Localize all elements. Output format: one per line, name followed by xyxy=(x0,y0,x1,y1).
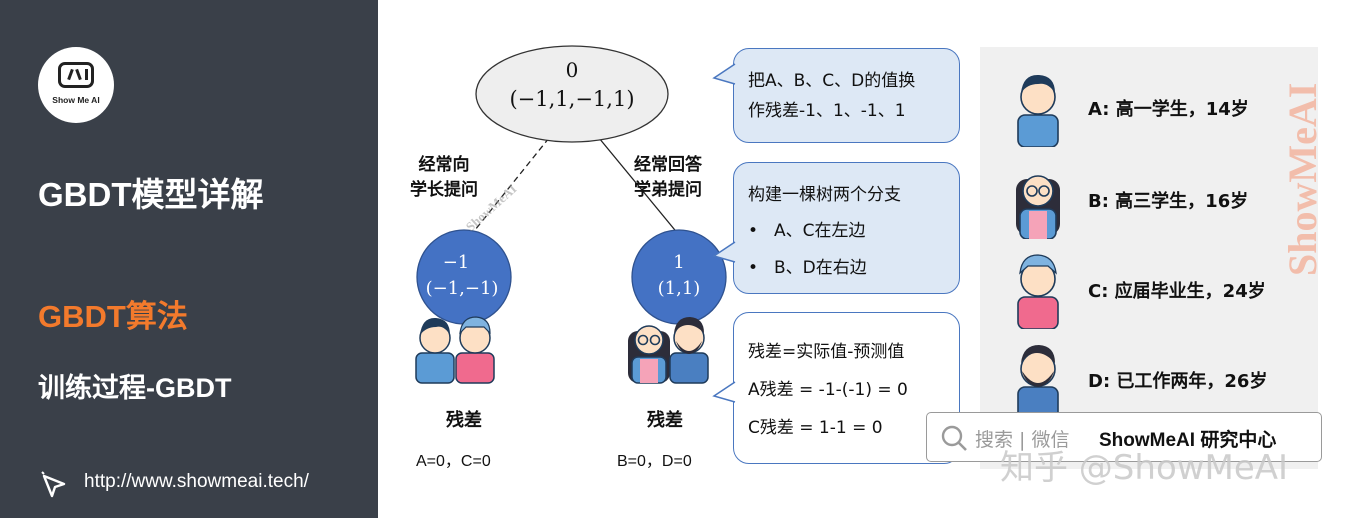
graduate-cap-icon xyxy=(1017,254,1059,329)
callout-2-tail xyxy=(712,241,736,263)
left-leaf-value: −1 xyxy=(443,252,470,273)
person-a-row: A: 高一学生，14岁 xyxy=(980,69,1318,149)
logo-text: Show Me AI xyxy=(52,95,100,105)
showmeai-logo[interactable]: Show Me AI xyxy=(38,47,114,123)
right-residual-values: B=0，D=0 xyxy=(617,453,692,470)
callout-3-tail xyxy=(712,381,736,403)
left-branch-edge xyxy=(470,137,550,236)
left-leaf-residuals: (−1,−1) xyxy=(426,278,499,299)
root-value: 0 xyxy=(566,58,579,82)
person-c-label: C: 应届毕业生，24岁 xyxy=(1088,281,1266,302)
tree-diagram: 0 (−1,1,−1,1) −1 (−1,−1) 1 (1,1) xyxy=(415,45,727,384)
callout-1-tail xyxy=(712,63,736,85)
search-bar[interactable]: 搜索 | 微信 ShowMeAI 研究中心 xyxy=(926,412,1322,462)
student-girl-glasses-icon xyxy=(628,325,670,384)
left-branch-label: 经常向 学长提问 xyxy=(410,155,478,200)
people-legend: A: 高一学生，14岁 B: 高三学生，16岁 C: 应届毕业生，24岁 D: … xyxy=(980,47,1318,469)
bearded-man-icon xyxy=(1017,345,1059,419)
left-leaf-node xyxy=(416,229,512,325)
search-brand-text: ShowMeAI 研究中心 xyxy=(1099,430,1277,451)
person-d-row: D: 已工作两年，26岁 xyxy=(980,341,1318,421)
person-b-row: B: 高三学生，16岁 xyxy=(980,161,1318,241)
search-hint: 搜索 | 微信 xyxy=(975,429,1070,451)
right-leaf-value: 1 xyxy=(673,252,684,273)
subsection-title: 训练过程-GBDT xyxy=(38,373,232,403)
student-boy-icon xyxy=(1017,74,1059,147)
right-residual-title: 残差 xyxy=(647,410,683,431)
bearded-man-icon xyxy=(669,317,709,384)
student-boy-icon xyxy=(415,317,455,384)
site-link[interactable]: http://www.showmeai.tech/ xyxy=(84,471,309,492)
person-b-label: B: 高三学生，16岁 xyxy=(1088,191,1249,212)
search-icon xyxy=(941,425,967,451)
vertical-brand-watermark: ShowMeAI xyxy=(1280,83,1325,276)
left-residual-values: A=0，C=0 xyxy=(416,453,491,470)
page-title: GBDT模型详解 xyxy=(38,176,264,213)
right-leaf-residuals: (1,1) xyxy=(658,278,701,299)
root-node xyxy=(475,45,669,143)
sidebar: Show Me AI GBDT模型详解 GBDT算法 训练过程-GBDT htt… xyxy=(0,0,378,518)
person-a-label: A: 高一学生，14岁 xyxy=(1088,99,1249,120)
zhihu-watermark: 知乎 @ShowMeAI xyxy=(1000,448,1289,488)
callout-tree-branches: 构建一棵树两个分支 •A、C在左边 •B、D在右边 xyxy=(733,162,960,294)
cursor-click-icon xyxy=(41,471,66,498)
student-girl-glasses-icon xyxy=(1016,175,1060,239)
section-title: GBDT算法 xyxy=(38,299,188,334)
bottom-edge xyxy=(378,514,1361,518)
svg-text:ShowMeAI: ShowMeAI xyxy=(1280,83,1325,276)
person-c-row: C: 应届毕业生，24岁 xyxy=(980,251,1318,331)
right-branch-label: 经常回答 学弟提问 xyxy=(634,155,702,200)
graduate-cap-icon xyxy=(455,316,495,384)
left-residual-title: 残差 xyxy=(446,410,482,431)
robot-face-icon xyxy=(58,62,94,88)
root-residuals: (−1,1,−1,1) xyxy=(509,87,634,111)
person-d-label: D: 已工作两年，26岁 xyxy=(1088,371,1268,392)
callout-residual-formula: 残差=实际值-预测值 A残差 = -1-(-1) = 0 C残差 = 1-1 =… xyxy=(733,312,960,464)
right-branch-edge xyxy=(598,137,680,236)
callout-residual-conversion: 把A、B、C、D的值换 作残差-1、1、-1、1 xyxy=(733,48,960,143)
